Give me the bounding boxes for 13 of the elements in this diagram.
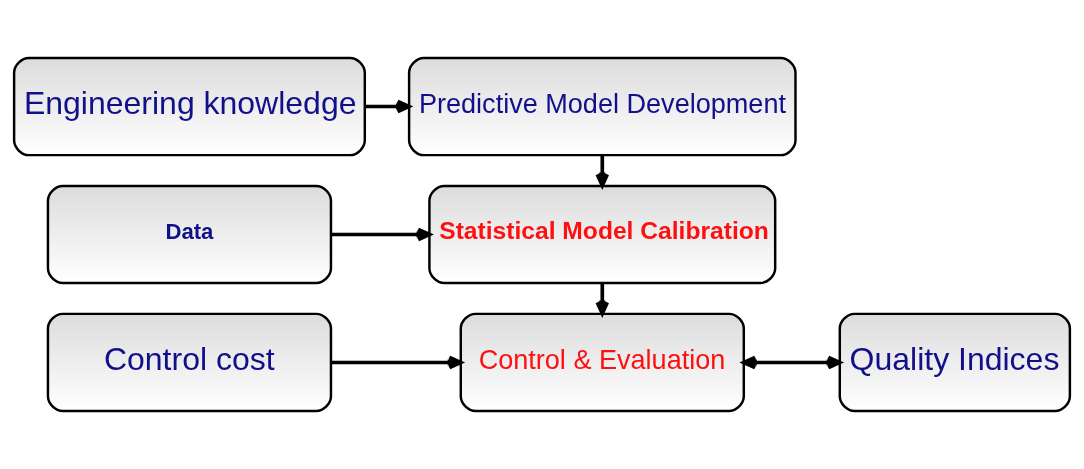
node-box: Engineering knowledge xyxy=(12,56,367,157)
arrow xyxy=(331,355,463,370)
arrow xyxy=(742,355,842,370)
arrow xyxy=(331,227,432,242)
node-box: Data xyxy=(46,184,333,285)
node-box: Control cost xyxy=(46,312,333,413)
arrow xyxy=(595,155,610,188)
arrow xyxy=(365,99,411,114)
arrow xyxy=(595,283,610,316)
node-box: Control & Evaluation xyxy=(459,312,746,413)
node-box: Statistical Model Calibration xyxy=(428,184,777,285)
node-box: Quality Indices xyxy=(838,312,1072,413)
node-box: Predictive Model Development xyxy=(407,56,797,157)
